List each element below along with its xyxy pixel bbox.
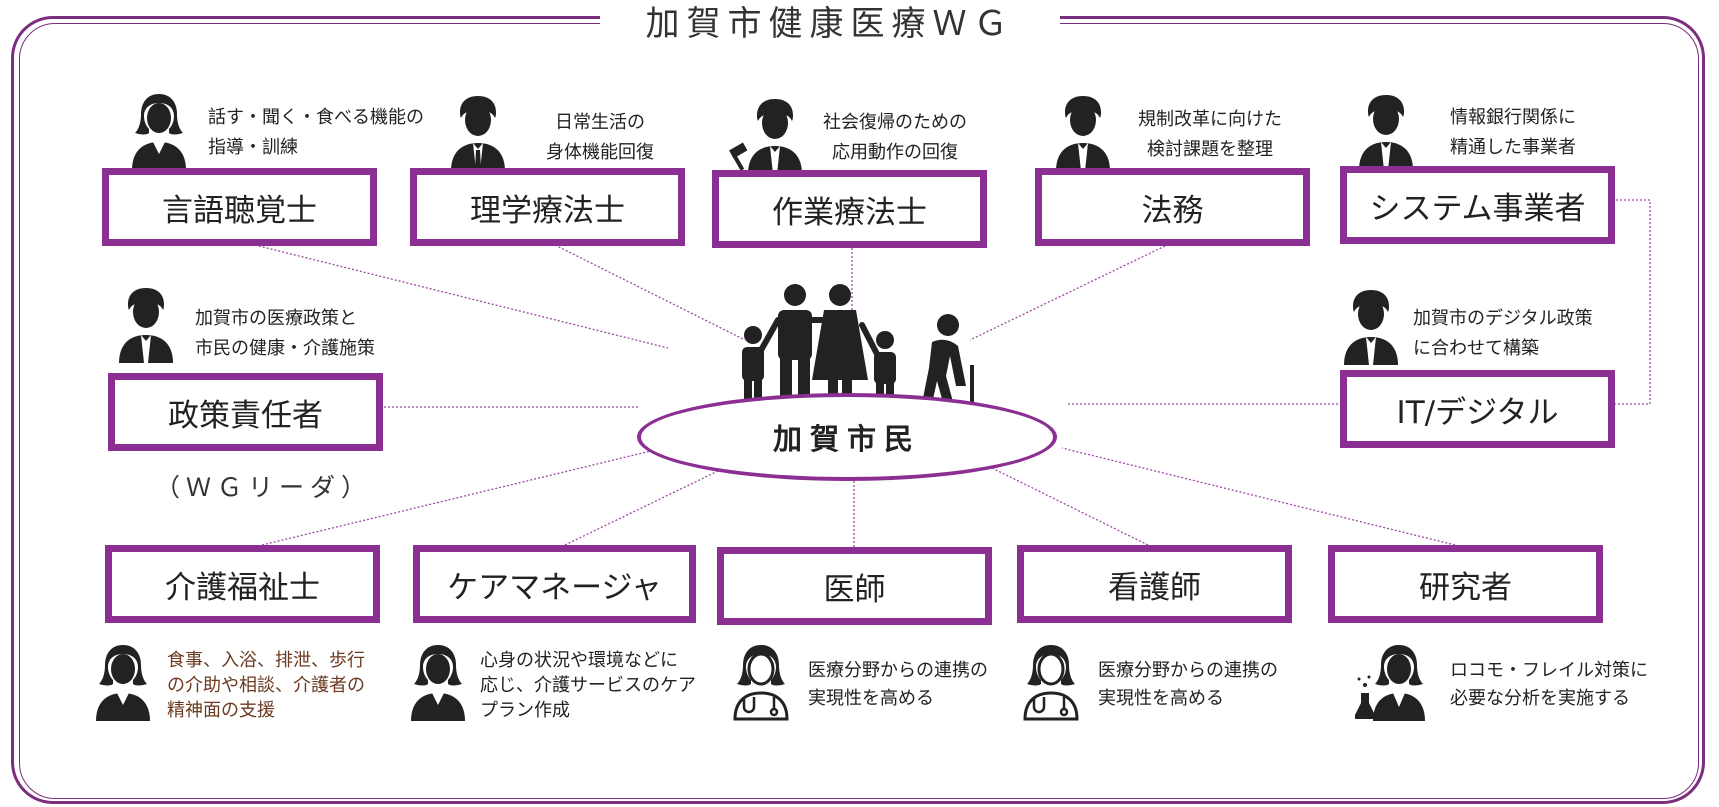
line-system-it: [1612, 199, 1651, 405]
system-desc-line1: 情報銀行関係に: [1450, 107, 1576, 128]
center-ellipse: 加賀市民: [637, 393, 1057, 481]
caremanager-desc-line1: 心身の状況や環境などに: [480, 650, 678, 671]
pt-desc-line1: 日常生活の: [555, 112, 645, 133]
woman-icon: [411, 645, 465, 721]
center-label: 加賀市民: [772, 422, 921, 456]
it-desc-line1: 加賀市のデジタル政策: [1413, 308, 1593, 329]
man-icon: [1344, 290, 1398, 365]
doctor-desc-line1: 医療分野からの連携の: [808, 660, 988, 681]
line-caremanager: [564, 469, 721, 546]
role-box-it-digital: IT/デジタル: [1340, 370, 1615, 448]
ot-desc-line2: 応用動作の回復: [832, 142, 958, 163]
line-pt: [554, 244, 746, 341]
nurse-desc-line1: 医療分野からの連携の: [1098, 660, 1278, 681]
ot-desc-line1: 社会復帰のための: [823, 112, 967, 133]
system-desc-line2: 精通した事業者: [1450, 137, 1576, 158]
nurse-icon: [1023, 645, 1079, 721]
man-icon: [1056, 96, 1110, 171]
man-with-gavel-icon: [729, 99, 802, 174]
doctor-icon: [733, 645, 789, 721]
family-icon: [742, 284, 974, 415]
it-desc-line2: に合わせて構築: [1413, 338, 1539, 359]
role-box-speech-therapist: 言語聴覚士: [102, 168, 377, 246]
legal-desc-line2: 検討課題を整理: [1147, 139, 1273, 160]
man-icon: [119, 288, 173, 363]
researcher-desc-line1: ロコモ・フレイル対策に: [1450, 660, 1648, 681]
role-box-physical-therapist: 理学療法士: [410, 168, 685, 246]
pt-desc-line2: 身体機能回復: [546, 142, 654, 163]
policy-desc-line1: 加賀市の医療政策と: [195, 308, 357, 329]
researcher-desc-line2: 必要な分析を実施する: [1450, 688, 1630, 709]
role-box-doctor: 医師: [717, 547, 992, 625]
line-researcher: [1061, 447, 1456, 546]
man-icon: [451, 96, 505, 171]
line-legal: [969, 245, 1166, 341]
legal-desc-line1: 規制改革に向けた: [1138, 109, 1282, 130]
title-background: [600, 0, 1060, 44]
doctor-desc-line2: 実現性を高める: [808, 688, 934, 709]
line-care: [261, 449, 656, 546]
role-box-care-manager: ケアマネージャ: [413, 545, 696, 623]
role-box-nurse: 看護師: [1017, 545, 1292, 623]
woman-icon: [96, 645, 150, 721]
role-box-researcher: 研究者: [1328, 545, 1603, 623]
role-box-occupational-therapist: 作業療法士: [712, 170, 987, 248]
speech-desc-line2: 指導・訓練: [208, 137, 298, 158]
speech-desc-line1: 話す・聞く・食べる機能の: [208, 107, 424, 128]
policy-desc-line2: 市民の健康・介護施策: [195, 338, 375, 359]
man-icon: [1359, 95, 1413, 170]
wg-leader-note: （ＷＧリーダ）: [155, 473, 373, 502]
role-box-legal: 法務: [1035, 168, 1310, 246]
line-nurse: [989, 466, 1149, 546]
woman-icon: [132, 94, 186, 170]
care-desc-line1: 食事、入浴、排泄、歩行: [167, 650, 365, 671]
page-title: 加賀市健康医療ＷＧ: [645, 4, 1015, 44]
role-box-policy-lead: 政策責任者: [108, 373, 383, 451]
researcher-icon: [1355, 645, 1425, 721]
caremanager-desc-line2: 応じ、介護サービスのケア: [480, 675, 696, 696]
role-box-care-worker: 介護福祉士: [105, 545, 380, 623]
care-desc-line3: 精神面の支援: [167, 700, 275, 721]
caremanager-desc-line3: プラン作成: [480, 700, 570, 721]
nurse-desc-line2: 実現性を高める: [1098, 688, 1224, 709]
line-speech: [254, 244, 669, 349]
role-box-system-vendor: システム事業者: [1340, 166, 1615, 244]
care-desc-line2: の介助や相談、介護者の: [167, 675, 365, 696]
